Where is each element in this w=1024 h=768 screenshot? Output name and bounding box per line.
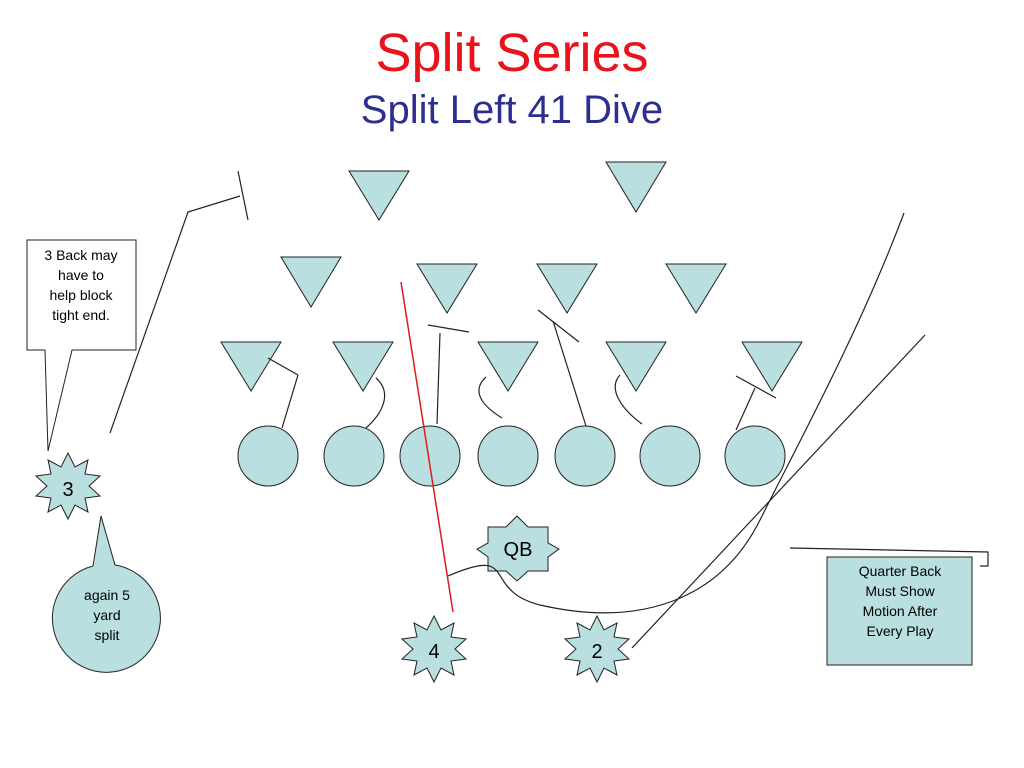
offensive-lineman — [323, 425, 385, 487]
defender-triangle — [220, 341, 282, 392]
motion-route — [447, 212, 905, 614]
block-line — [427, 324, 470, 333]
block-line — [436, 332, 441, 425]
block-line — [537, 309, 580, 343]
tight-end-callout — [26, 239, 137, 452]
qb-star — [476, 515, 560, 582]
defender-triangle — [605, 161, 667, 213]
note-line: have to — [58, 267, 104, 283]
defender-triangle — [332, 341, 394, 392]
offensive-lineman — [237, 425, 299, 487]
back-3-star — [34, 451, 102, 521]
route-line — [237, 170, 249, 221]
dive-line — [400, 281, 454, 613]
qb-note: Quarter Back Must Show Motion After Ever… — [859, 563, 942, 639]
play-subtitle: Split Left 41 Dive — [360, 88, 664, 132]
defender-triangle — [605, 341, 667, 392]
defender-triangle — [741, 341, 803, 392]
note-bracket — [789, 547, 989, 567]
note-line: Every Play — [867, 623, 934, 639]
back-2-label: 2 — [591, 641, 602, 663]
note-line: again 5 — [84, 587, 130, 603]
back-4-label: 4 — [428, 641, 439, 663]
note-line: split — [95, 627, 120, 643]
note-line: yard — [93, 607, 120, 623]
split-callout — [51, 515, 161, 673]
note-line: Motion After — [863, 603, 938, 619]
tight-end-note: 3 Back may have to help block tight end. — [44, 247, 117, 323]
route-line — [109, 195, 241, 434]
split-note: again 5 yard split — [84, 587, 130, 643]
offensive-lineman — [399, 425, 461, 487]
page-title: Split Series — [375, 23, 649, 83]
defender-triangle — [348, 170, 410, 221]
block-line — [614, 374, 643, 425]
note-line: 3 Back may — [44, 247, 117, 263]
defender-triangle — [280, 256, 342, 308]
offensive-lineman — [724, 425, 786, 487]
back-3-label: 3 — [62, 479, 73, 501]
note-line: help block — [49, 287, 113, 303]
qb-label: QB — [504, 539, 533, 561]
offensive-lineman — [554, 425, 616, 487]
offensive-lineman — [477, 425, 539, 487]
block-line — [735, 387, 756, 431]
motion-route — [631, 334, 926, 649]
block-line — [267, 357, 299, 376]
defender-triangle — [665, 263, 727, 314]
defender-triangle — [477, 341, 539, 392]
offensive-lineman — [639, 425, 701, 487]
block-line — [735, 375, 777, 399]
qb-note-box — [826, 556, 973, 666]
defender-triangle — [416, 263, 478, 314]
block-line — [281, 374, 299, 429]
block-line — [478, 376, 503, 419]
back-2-star — [563, 614, 631, 684]
back-4-star — [400, 614, 468, 684]
defender-triangle — [536, 263, 598, 314]
block-line — [552, 320, 587, 427]
block-line — [365, 377, 386, 429]
note-line: Must Show — [865, 583, 935, 599]
note-line: tight end. — [52, 307, 110, 323]
note-line: Quarter Back — [859, 563, 942, 579]
